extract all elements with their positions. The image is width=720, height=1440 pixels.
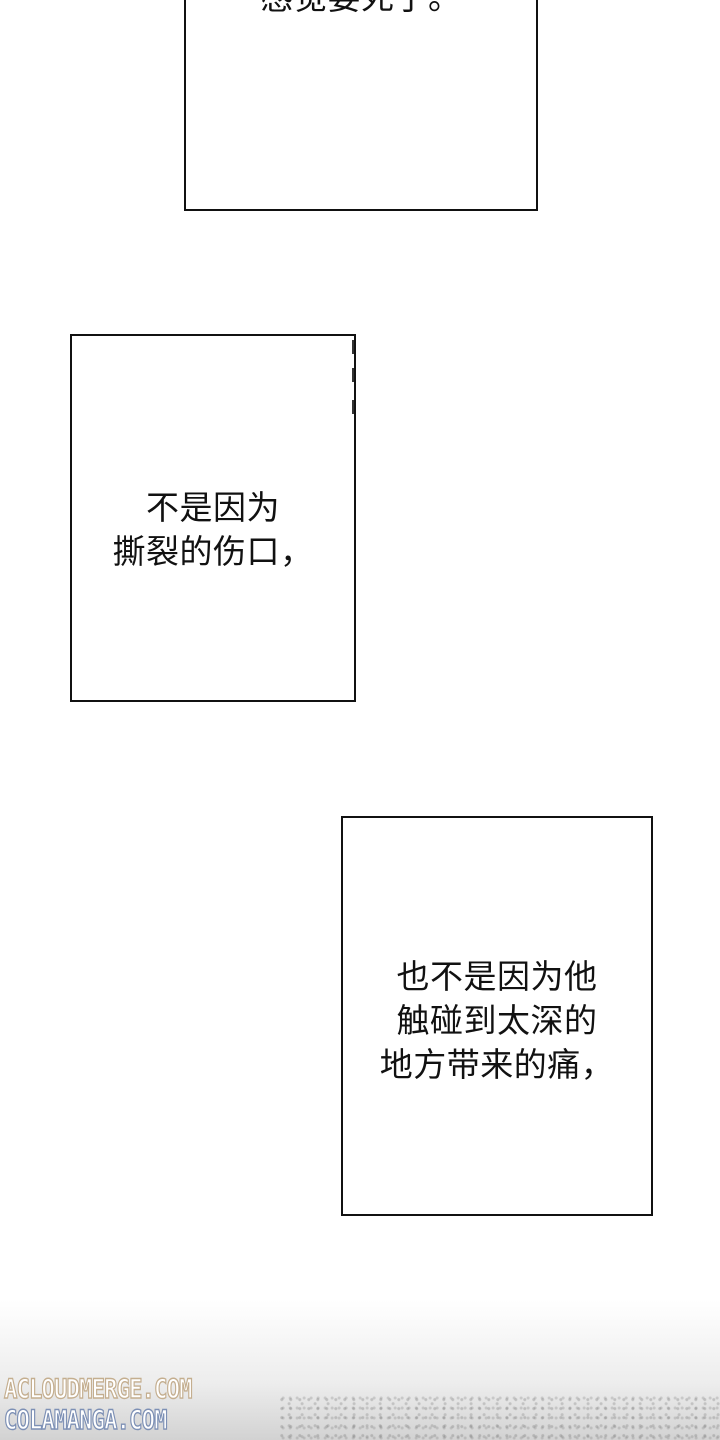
watermark-line-1: ACLOUDMERGE.COM (3, 1374, 193, 1405)
speech-line: 触碰到太深的 (396, 1001, 598, 1040)
comic-panel-1: 感觉要死了。 (184, 0, 538, 211)
speech-line: 地方带来的痛， (379, 1045, 615, 1084)
panel-edge-mark (352, 340, 354, 354)
speech-line: 感觉要死了。 (186, 0, 536, 20)
speech-text-2: 不是因为 撕裂的伤口， (72, 486, 354, 574)
watermark-line-2: COLAMANGA.COM (3, 1405, 168, 1436)
speech-text-1: 感觉要死了。 (186, 0, 536, 20)
site-watermark: ACLOUDMERGE.COM COLAMANGA.COM (3, 1374, 233, 1436)
panel-edge-mark (352, 400, 354, 414)
speech-text-3: 也不是因为他 触碰到太深的 地方带来的痛， (343, 955, 651, 1087)
speech-line: 不是因为 (146, 488, 280, 527)
bottom-texture (280, 1396, 720, 1440)
panel-edge-mark (352, 368, 354, 382)
speech-line: 撕裂的伤口， (112, 532, 314, 571)
comic-panel-2: 不是因为 撕裂的伤口， (70, 334, 356, 702)
bottom-gradient (0, 1300, 720, 1440)
comic-panel-3: 也不是因为他 触碰到太深的 地方带来的痛， (341, 816, 653, 1216)
speech-line: 也不是因为他 (396, 957, 598, 996)
